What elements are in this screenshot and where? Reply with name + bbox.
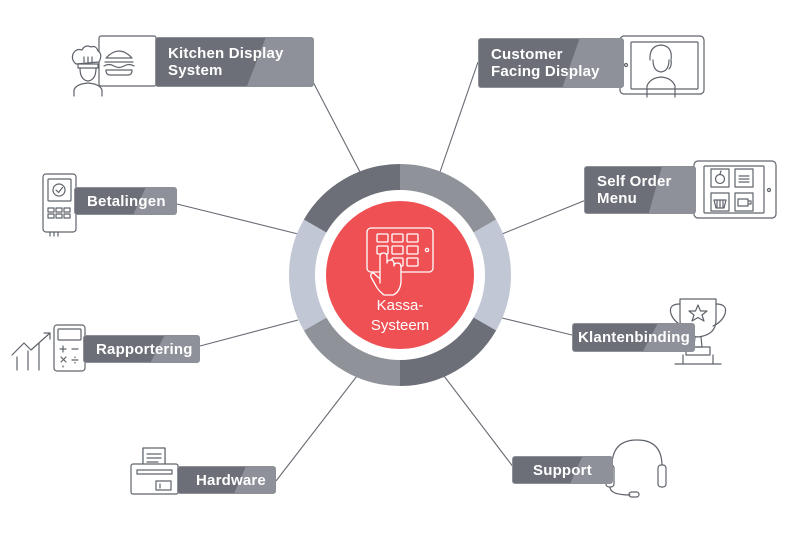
label-text-hardware: Hardware xyxy=(196,471,266,489)
label-text-customer-facing-display: Customer Facing Display xyxy=(491,46,600,80)
label-text-klantenbinding: Klantenbinding xyxy=(578,329,690,346)
kitchen-display-icon xyxy=(71,35,157,97)
hub-ring-segment xyxy=(473,219,511,331)
connector-self-order-menu xyxy=(501,199,587,235)
hub-ring-segment xyxy=(289,219,327,331)
kassa-hub-label: Kassa- Systeem xyxy=(370,297,430,334)
connector-support xyxy=(443,375,515,469)
payment-terminal-icon xyxy=(42,173,77,237)
label-klantenbinding: Klantenbinding xyxy=(572,323,695,352)
connector-betalingen xyxy=(176,203,299,235)
label-rapportering: Rapportering xyxy=(83,335,200,363)
hub-ring-segment xyxy=(399,317,497,386)
hub-ring-segment xyxy=(303,317,401,386)
label-text-support: Support xyxy=(533,461,592,479)
customer-display-icon xyxy=(619,35,705,98)
label-text-betalingen: Betalingen xyxy=(87,192,166,210)
label-text-kitchen-display: Kitchen Display System xyxy=(168,45,284,79)
connector-lines xyxy=(176,61,587,482)
label-self-order-menu: Self Order Menu xyxy=(584,166,696,214)
self-order-kiosk-icon xyxy=(693,160,777,219)
hub-ring-segment xyxy=(399,164,497,233)
headset-icon xyxy=(605,439,667,498)
connector-rapportering xyxy=(199,319,299,347)
connector-customer-facing-display xyxy=(439,61,479,173)
report-calculator-icon xyxy=(11,324,86,372)
connector-klantenbinding xyxy=(501,317,573,336)
label-betalingen: Betalingen xyxy=(74,187,177,215)
label-kitchen-display: Kitchen Display System xyxy=(155,37,314,87)
hub-ring xyxy=(289,164,511,386)
label-hardware: Hardware xyxy=(177,466,276,494)
tablet-touch-icon xyxy=(366,227,434,296)
label-support: Support xyxy=(512,456,613,484)
receipt-printer-icon xyxy=(130,447,179,495)
label-text-rapportering: Rapportering xyxy=(96,340,193,358)
connector-kitchen-display xyxy=(311,79,361,173)
hub-ring-segment xyxy=(303,164,401,233)
label-customer-facing-display: Customer Facing Display xyxy=(478,38,624,88)
label-text-self-order-menu: Self Order Menu xyxy=(597,173,672,207)
connector-hardware xyxy=(275,375,358,482)
